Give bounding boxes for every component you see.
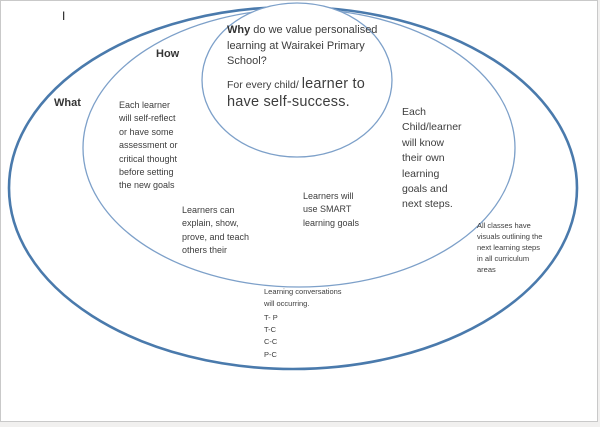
note-each-child: Each Child/learner will know their own l… [402,106,462,211]
note-learners-can: Learners can explain, show, prove, and t… [182,205,250,256]
why-question-rest: do we value personalised learning at Wai… [227,24,378,67]
why-text-block: Why do we value personalised learning at… [227,23,379,112]
how-label: How [156,48,180,60]
note-learners-smart: Learners will use SMART learning goals [303,191,360,228]
note-all-classes: All classes have visuals outlining the n… [477,221,543,274]
note-conversation-pairs: T- P T-C C-C P-C [264,313,278,359]
why-ellipse[interactable] [201,2,393,158]
why-word: Why [227,24,251,36]
note-learning-conversations: Learning conversations will occurring. [264,287,342,309]
why-answer-small: For every child/ [227,78,302,91]
why-answer-large: learner to have self-success. [227,75,365,110]
what-label: What [54,97,81,109]
why-question: Why do we value personalised learning at… [227,23,379,70]
note-each-learner: Each learner will self-reflect or have s… [119,100,178,191]
why-answer: For every child/ learner to have self-su… [227,76,379,112]
text-cursor[interactable]: I [62,9,66,23]
